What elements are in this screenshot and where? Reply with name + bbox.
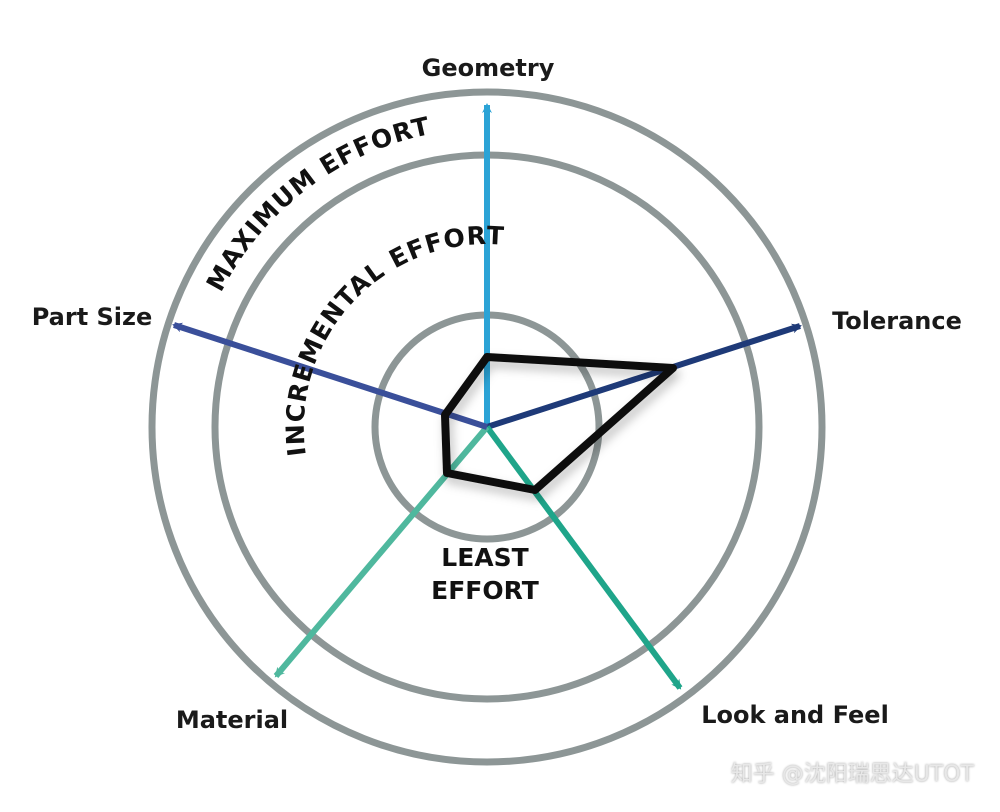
least-effort-label-line1: LEAST [441,543,528,572]
material-axis-arrow [273,425,490,678]
part-size-axis-arrow [172,322,488,430]
watermark: 知乎 @沈阳瑞思达UTOT [730,762,974,787]
material-label: Material [176,706,288,734]
maximum-effort-ring [148,88,826,766]
look-and-feel-label: Look and Feel [701,701,889,729]
look-and-feel-axis-arrow [484,425,683,690]
least-effort-label-line2: EFFORT [431,576,539,605]
geometry-label: Geometry [422,54,555,82]
effort-polygon [441,353,677,494]
part-size-label: Part Size [32,303,153,331]
tolerance-axis-arrow [486,323,802,430]
tolerance-label: Tolerance [832,307,962,335]
